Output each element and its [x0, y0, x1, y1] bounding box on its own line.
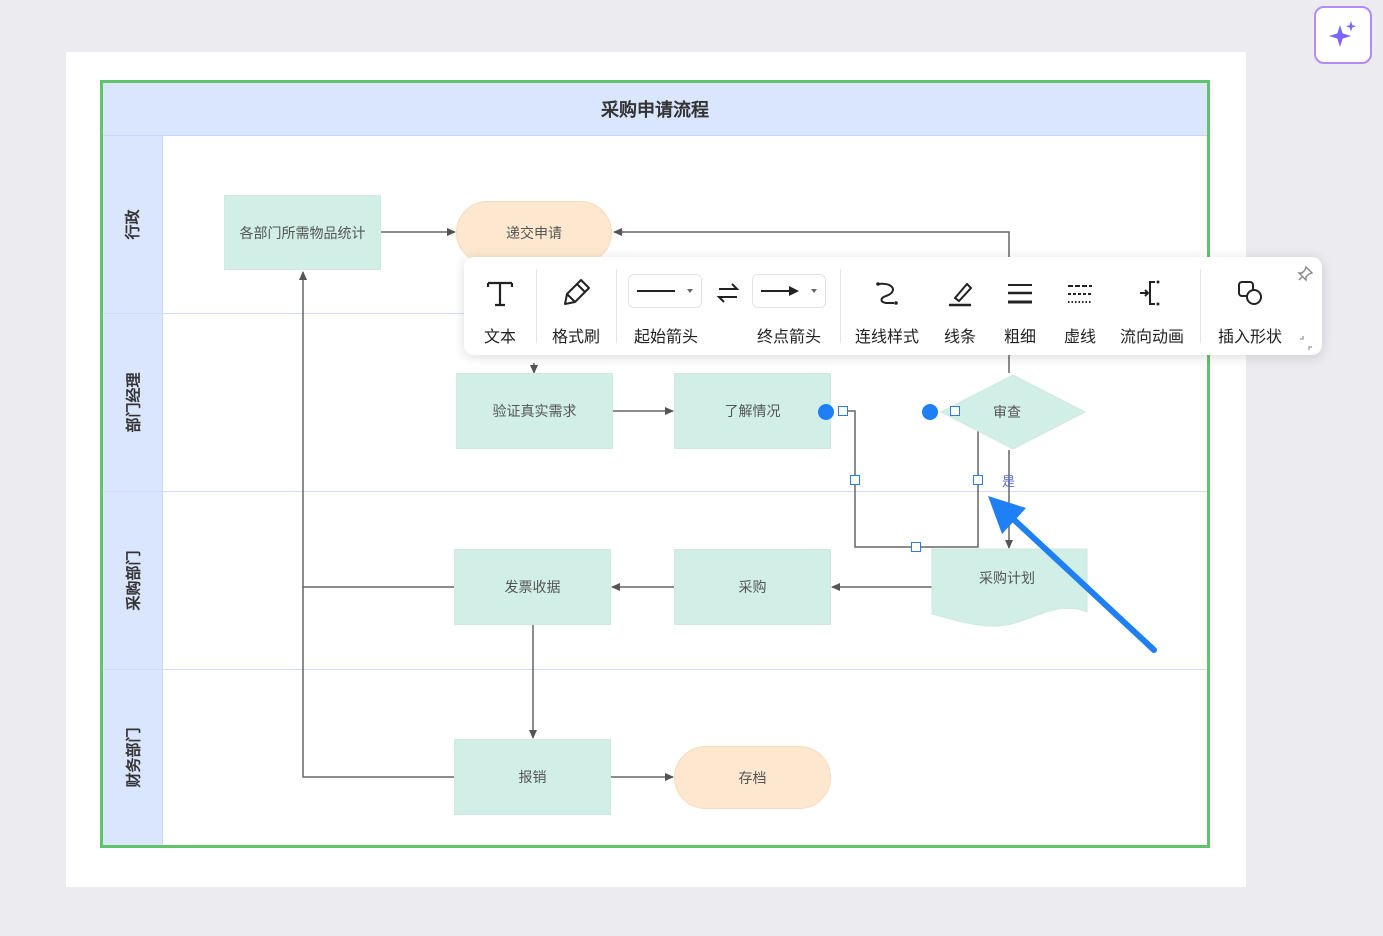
toolbar-separator [1200, 269, 1201, 343]
line-thickness-button[interactable]: 粗细 [994, 257, 1046, 355]
swap-arrows-button[interactable] [714, 279, 742, 307]
start-arrow-label: 起始箭头 [633, 327, 698, 346]
swap-arrows-icon [716, 283, 740, 303]
process-node-stats[interactable]: 各部门所需物品统计 [224, 195, 381, 270]
pin-icon [1297, 265, 1314, 282]
flow-animation-button[interactable]: 流向动画 [1114, 257, 1190, 355]
lane-label-purchasing[interactable]: 采购部门 [103, 492, 163, 669]
connector-style-button[interactable]: 连线样式 [848, 257, 926, 355]
start-arrow-dropdown[interactable] [628, 274, 702, 308]
lane-label-dept-manager[interactable]: 部门经理 [103, 314, 163, 491]
process-node-understand[interactable]: 了解情况 [674, 373, 831, 449]
connector-endpoint-end[interactable] [922, 404, 938, 420]
text-icon [482, 275, 518, 311]
line-color-button[interactable]: 线条 [934, 257, 986, 355]
connector-handle[interactable] [850, 475, 860, 485]
arrow-line-icon [761, 286, 817, 296]
lane-label-admin[interactable]: 行政 [103, 136, 163, 313]
resize-corner-icon [1300, 336, 1312, 350]
terminal-node-archive[interactable]: 存档 [674, 746, 831, 809]
edge-label-yes: 是 [1002, 475, 1016, 490]
document-node-plan-shape[interactable] [931, 548, 1089, 628]
flow-animation-icon [1134, 275, 1170, 311]
pin-toolbar-button[interactable] [1296, 265, 1314, 283]
connector-toolbar: 文本 格式刷 起始箭头 终点箭头 连线样式 [464, 257, 1322, 355]
sparkle-icon [1329, 21, 1356, 47]
process-node-reimburse[interactable]: 报销 [454, 739, 611, 815]
swimlane-diagram[interactable]: 采购申请流程 行政 部门经理 采购部门 财务部门 [100, 80, 1210, 848]
canvas-page: 采购申请流程 行政 部门经理 采购部门 财务部门 [66, 52, 1246, 887]
brush-icon [558, 275, 594, 311]
toolbar-separator [616, 269, 617, 343]
diagram-title[interactable]: 采购申请流程 [103, 83, 1207, 136]
terminal-node-submit[interactable]: 递交申请 [456, 201, 612, 264]
process-node-verify[interactable]: 验证真实需求 [456, 373, 613, 449]
connector-endpoint-start[interactable] [818, 404, 834, 420]
lane-divider [103, 669, 1207, 670]
decision-node-review-shape[interactable] [939, 373, 1087, 451]
process-node-purchase[interactable]: 采购 [674, 549, 831, 625]
toolbar-separator [536, 269, 537, 343]
connector-handle[interactable] [911, 542, 921, 552]
toolbar-separator [840, 269, 841, 343]
end-arrow-label: 终点箭头 [756, 327, 821, 346]
line-weight-icon [1002, 275, 1038, 311]
resize-handle[interactable] [1298, 335, 1314, 351]
dashed-line-icon [1062, 275, 1098, 311]
connector-curve-icon [869, 275, 905, 311]
text-button[interactable]: 文本 [472, 257, 528, 355]
dashed-line-button[interactable]: 虚线 [1054, 257, 1106, 355]
pen-line-icon [942, 275, 978, 311]
annotation-arrow [988, 496, 1157, 653]
connector-handle[interactable] [950, 406, 960, 416]
connector-handle[interactable] [838, 406, 848, 416]
decision-node-review-label: 审查 [993, 405, 1021, 421]
process-node-invoice[interactable]: 发票收据 [454, 549, 611, 625]
shapes-icon [1232, 275, 1268, 311]
lane-label-finance[interactable]: 财务部门 [103, 670, 163, 845]
line-style-icon [637, 289, 693, 293]
document-node-plan-label: 采购计划 [979, 571, 1035, 587]
end-arrow-dropdown[interactable] [752, 274, 826, 308]
lane-divider [103, 491, 1207, 492]
insert-shape-button[interactable]: 插入形状 [1208, 257, 1292, 355]
format-painter-button[interactable]: 格式刷 [544, 257, 608, 355]
connector-handle[interactable] [973, 475, 983, 485]
ai-assistant-button[interactable] [1314, 6, 1372, 64]
